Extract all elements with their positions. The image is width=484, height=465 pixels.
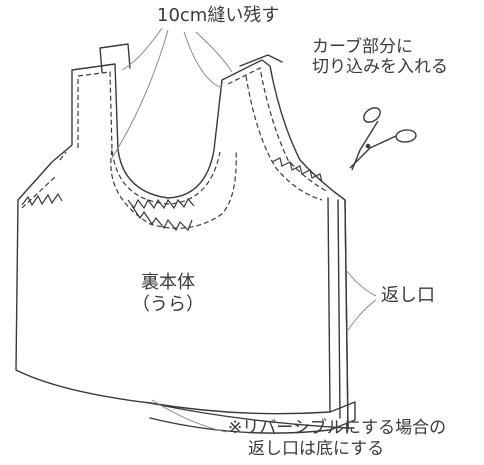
back-strap-left [99, 43, 131, 73]
curve-notch-label: カーブ部分に 切り込みを入れる [312, 37, 448, 78]
curve-label-line1: カーブ部分に [312, 37, 413, 57]
opening-label: 返し口 [381, 285, 435, 306]
bottom-gusset [149, 401, 356, 434]
leader-top-2 [111, 29, 169, 159]
notches-neck-curve [131, 205, 193, 232]
scissors-icon [349, 107, 417, 171]
body-label-line1: 裏本体 [141, 272, 195, 293]
note-line1: ※リバーシブルにする場合の [228, 418, 447, 438]
top-seam-label: 10cm縫い残す [157, 5, 280, 26]
leader-top-3 [183, 31, 223, 89]
reversible-note: ※リバーシブルにする場合の 返し口は底にする [228, 418, 446, 459]
side-panel [327, 197, 355, 429]
leader-opening-2 [347, 299, 377, 331]
body-label: 裏本体 （うら） [132, 272, 204, 315]
body-label-line2: （うら） [132, 293, 204, 315]
leader-opening [345, 269, 377, 297]
seam-right-strap-outer [245, 75, 323, 201]
note-line2: 返し口は底にする [248, 438, 385, 459]
seam-body-top [21, 175, 57, 209]
bag-outline [15, 59, 349, 429]
curve-label-line2: 切り込みを入れる [312, 57, 448, 78]
leader-note [151, 399, 227, 433]
seam-left-strap [77, 71, 221, 205]
notches-inner-curve [127, 197, 195, 210]
leader-top-4 [195, 31, 233, 73]
notches-left-shoulder [21, 192, 63, 207]
seam-left-strap-outer [59, 149, 237, 229]
notches-right-shoulder [271, 157, 323, 183]
leader-top-1 [121, 27, 163, 71]
back-strap-right [239, 54, 283, 67]
